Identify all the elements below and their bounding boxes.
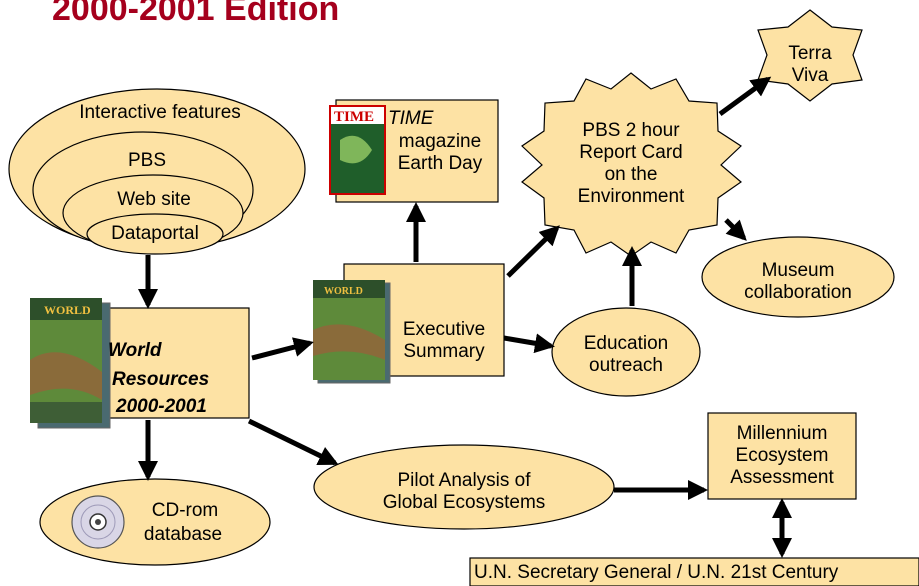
un-secretary-node [469, 557, 919, 586]
millennium-assessment-node [707, 412, 857, 500]
museum-collaboration-label: Museum collaboration [744, 260, 852, 303]
arrow-executive-to-pbs [506, 225, 560, 278]
world-resources-line1: World [108, 340, 162, 361]
pbs-report-card-label: PBS 2 hour Report Card on the Environmen… [577, 120, 685, 207]
education-outreach-label: Education outreach [583, 333, 669, 376]
web-site-label: Web site [117, 189, 191, 210]
book-cover-icon: WORLD [313, 280, 391, 384]
dataportal-label: Dataportal [111, 223, 199, 244]
pilot-analysis-node [313, 444, 615, 530]
svg-text:WORLD: WORLD [44, 303, 91, 317]
arrow-pbs-to-terra-viva [718, 76, 772, 117]
terra-viva-label: Terra Viva [788, 43, 832, 86]
world-resources-line2: Resources [112, 369, 210, 390]
terra-viva-node [757, 9, 863, 102]
slide-title: 2000-2001 Edition [52, 0, 340, 28]
pilot-analysis-label: Pilot Analysis of Global Ecosystems [382, 470, 546, 513]
cdrom-line1: CD-rom [151, 500, 219, 521]
interactive-features-node [8, 88, 306, 255]
arrow-executive-to-education [503, 333, 555, 354]
arrow-world-to-executive [251, 337, 314, 361]
time-label: TIME [388, 108, 434, 129]
millennium-assessment-label: Millennium Ecosystem Assessment [730, 423, 834, 488]
svg-text:TIME: TIME [334, 109, 374, 125]
pbs-label: PBS [127, 150, 167, 171]
world-resources-line3: 2000-2001 [116, 396, 207, 417]
magazine-earth-day-label: magazine Earth Day [397, 131, 483, 174]
executive-summary-label: Executive Summary [402, 319, 486, 362]
un-secretary-label: U.N. Secretary General / U.N. 21st Centu… [474, 562, 839, 583]
cdrom-line2: database [143, 524, 223, 545]
museum-collaboration-node [701, 236, 895, 318]
cd-disc-icon [71, 495, 125, 549]
magazine-cover-icon: TIME [329, 105, 386, 195]
interactive-features-label: Interactive features [79, 102, 241, 123]
svg-text:WORLD: WORLD [324, 286, 363, 297]
arrow-world-to-pilot [247, 418, 339, 466]
book-cover-icon: WORLD [30, 298, 111, 429]
arrow-pbs-to-museum [724, 218, 747, 241]
